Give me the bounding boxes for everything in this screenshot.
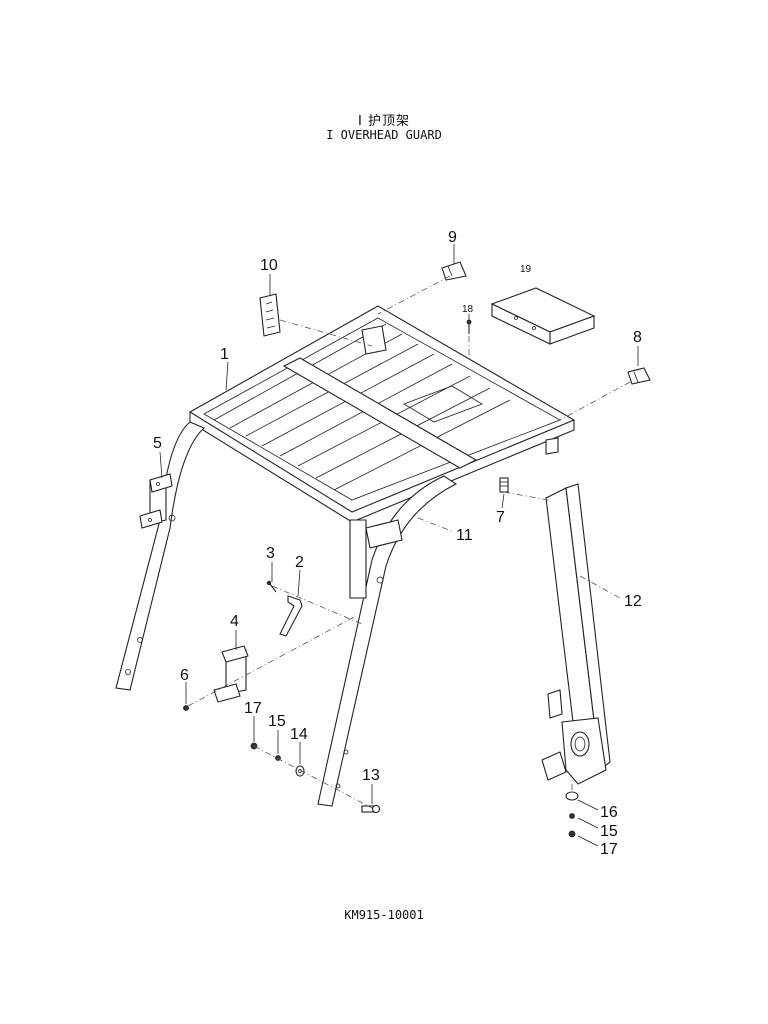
callout-16: 16 xyxy=(600,804,618,821)
right-fastener-stack xyxy=(565,791,579,838)
diagram-title-chinese: Ⅰ 护顶架 xyxy=(358,114,410,129)
callout-15-right: 15 xyxy=(600,823,618,840)
part-14-washer xyxy=(295,765,305,777)
callout-6: 6 xyxy=(180,667,189,684)
drawing-number: KM915-10001 xyxy=(344,908,424,922)
callout-13: 13 xyxy=(362,767,380,784)
part-13-bolt xyxy=(361,804,381,814)
callout-12: 12 xyxy=(624,593,642,610)
right-rear-post xyxy=(541,437,611,785)
callout-19: 19 xyxy=(520,264,532,275)
callout-17-right: 17 xyxy=(600,841,618,858)
part-19-plate xyxy=(490,287,596,345)
callout-2: 2 xyxy=(295,554,304,571)
callout-5: 5 xyxy=(153,435,162,452)
callout-14: 14 xyxy=(290,726,308,743)
callout-15-left: 15 xyxy=(268,713,286,730)
left-leg xyxy=(115,421,205,691)
part-8-clip xyxy=(627,367,651,385)
callout-17-left: 17 xyxy=(244,700,262,717)
part-2-hook xyxy=(279,595,303,637)
diagram-title-english: I OVERHEAD GUARD xyxy=(326,128,442,142)
part-5-bracket xyxy=(139,473,173,529)
callout-7: 7 xyxy=(496,509,505,526)
callout-leaders xyxy=(159,244,639,847)
callout-4: 4 xyxy=(230,613,239,630)
callout-labels: 1 2 3 4 5 6 7 8 9 10 11 12 13 14 15 15 1… xyxy=(153,229,642,858)
rear-center-post xyxy=(349,325,403,599)
callout-10: 10 xyxy=(260,257,278,274)
part-6-screw xyxy=(183,705,189,711)
assembly-lines xyxy=(187,275,631,809)
part-9-clip xyxy=(441,261,467,281)
callout-1: 1 xyxy=(220,346,229,363)
callout-18: 18 xyxy=(462,304,474,315)
part-4-bracket xyxy=(213,645,249,703)
part-7-bolt xyxy=(499,477,509,493)
part-18-screw xyxy=(466,319,472,334)
callout-8: 8 xyxy=(633,329,642,346)
part-3-bolt xyxy=(266,580,277,593)
part-10-cover xyxy=(259,293,281,337)
callout-11: 11 xyxy=(456,527,473,544)
callout-9: 9 xyxy=(448,229,457,246)
callout-3: 3 xyxy=(266,545,275,562)
